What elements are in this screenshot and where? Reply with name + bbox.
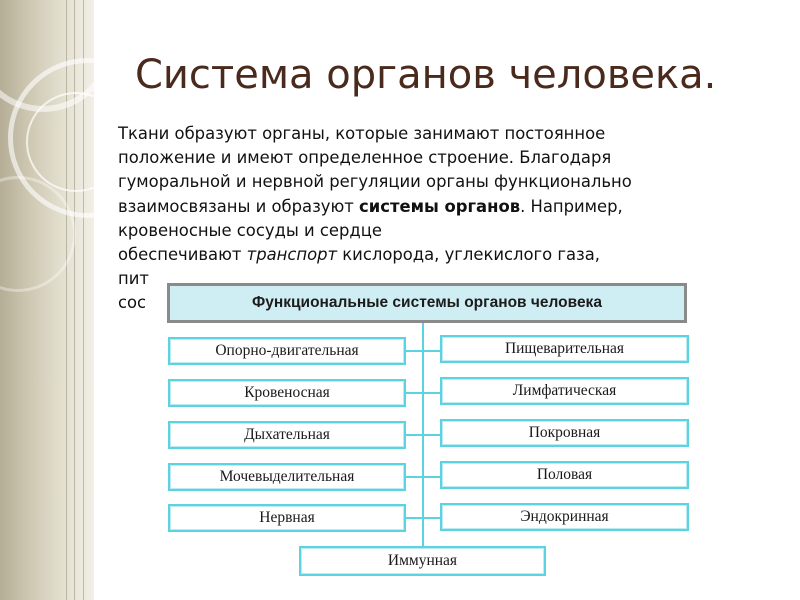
system-box-label: Нервная [259,509,315,526]
connector-line [422,323,424,550]
system-box-circulatory: Кровеносная [168,379,406,407]
body-line: сос [118,293,147,313]
body-text-segment: . Например, [520,196,623,216]
body-line: обеспечивают транспорт кислорода, углеки… [118,243,768,267]
decorative-line [74,0,75,600]
system-box-musculoskeletal: Опорно-двигательная [168,337,406,365]
decorative-line [66,0,67,600]
system-box-label: Эндокринная [520,508,609,525]
body-line: кровеносные сосуды и сердце [118,220,382,240]
slide-title: Система органов человека. [135,52,717,98]
system-box-label: Покровная [528,424,601,441]
decorative-line [83,0,84,600]
connector-line [406,476,440,478]
system-box-label: Иммунная [387,552,458,569]
system-box-lymphatic: Лимфатическая [440,377,689,405]
decorative-ring [26,92,126,192]
connector-line [406,392,440,394]
system-box-nervous: Нервная [168,504,406,532]
system-box-label: Кровеносная [244,384,330,401]
system-box-endocrine: Эндокринная [440,503,689,531]
body-line: гуморальной и нервной регуляции органы ф… [118,172,632,192]
system-box-immune: Иммунная [299,546,546,576]
diagram-header-label: Функциональные системы органов человека [252,294,602,311]
body-bold-term: системы органов [359,196,521,216]
body-line: взаимосвязаны и образуют системы органов… [118,195,768,219]
body-paragraph: Ткани образуют органы, которые занимают … [118,122,768,316]
system-box-label: Лимфатическая [512,382,617,399]
body-text-segment: взаимосвязаны и образуют [118,196,360,216]
body-line: Ткани образуют органы, которые занимают … [118,124,606,143]
system-box-label: Опорно-двигательная [215,342,359,359]
organ-systems-diagram: Функциональные системы органов человека … [155,278,702,600]
connector-line [406,434,440,436]
system-box-integumentary: Покровная [440,419,689,447]
decorative-ring [8,58,168,218]
system-box-respiratory: Дыхательная [168,421,406,449]
system-box-label: Дыхательная [244,426,330,443]
system-box-label: Мочевыделительная [219,468,355,485]
system-box-reproductive: Половая [440,461,689,489]
diagram-header: Функциональные системы органов человека [167,283,687,323]
connector-line [406,350,440,352]
body-text-segment: кислорода, углекислого газа, [337,245,600,265]
system-box-label: Пищеварительная [504,340,625,357]
system-box-digestive: Пищеварительная [440,335,689,363]
connector-line [406,517,440,519]
body-line: пит [118,269,149,289]
body-text-segment: обеспечивают [118,245,247,265]
body-italic-term: транспорт [246,245,338,265]
body-line: положение и имеют определенное строение.… [118,148,612,168]
system-box-excretory: Мочевыделительная [168,463,406,491]
system-box-label: Половая [536,466,593,483]
